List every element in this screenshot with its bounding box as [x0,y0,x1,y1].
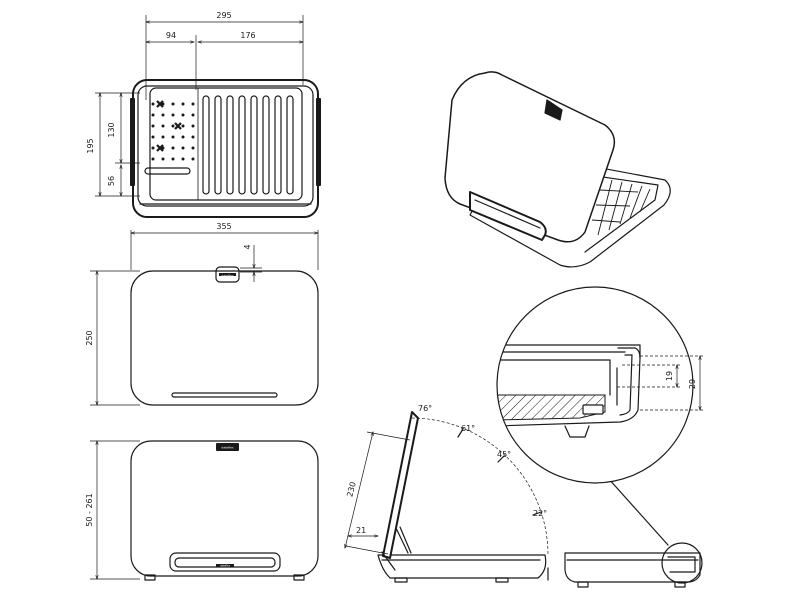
front-view: dataflex 355 4 250 [85,222,319,406]
top-view: 295 94 176 195 130 56 [86,11,321,218]
angle-45: 45° [497,450,511,459]
isometric-view [444,71,671,268]
ventilation-dot-grid [151,100,195,161]
detail-view: 19 29 [496,286,705,484]
dim-side-length: 230 [345,481,357,498]
side-view: 76° 61° 45° 22° 230 21 [345,404,549,583]
dim-front-width: 355 [216,222,231,231]
dim-top-width-left: 94 [166,31,176,40]
dim-handle-offset: 4 [243,244,252,249]
angle-61: 61° [461,424,475,433]
iso-tray-slots [591,179,651,236]
back-handle-label: dataflex [221,446,233,450]
dim-top-height-upper: 130 [107,122,116,137]
dim-detail-inner: 19 [665,371,674,381]
small-side-view [564,477,703,588]
back-tray-label: dataflex [220,564,231,568]
angle-76: 76° [418,404,432,413]
back-view: dataflex dataflex 50 - 261 [85,440,319,581]
dim-side-offset: 21 [356,526,366,535]
dim-top-width-right: 176 [240,31,255,40]
dim-front-height: 250 [85,330,94,345]
dim-top-height-total: 195 [86,138,95,153]
angle-22: 22° [533,509,547,518]
vent-slots [202,95,294,195]
dim-detail-outer: 29 [688,379,697,389]
dim-top-width-total: 295 [216,11,231,20]
dim-back-height-range: 50 - 261 [85,493,94,526]
front-handle-label: dataflex [221,274,233,278]
dim-top-height-lower: 56 [107,176,116,186]
